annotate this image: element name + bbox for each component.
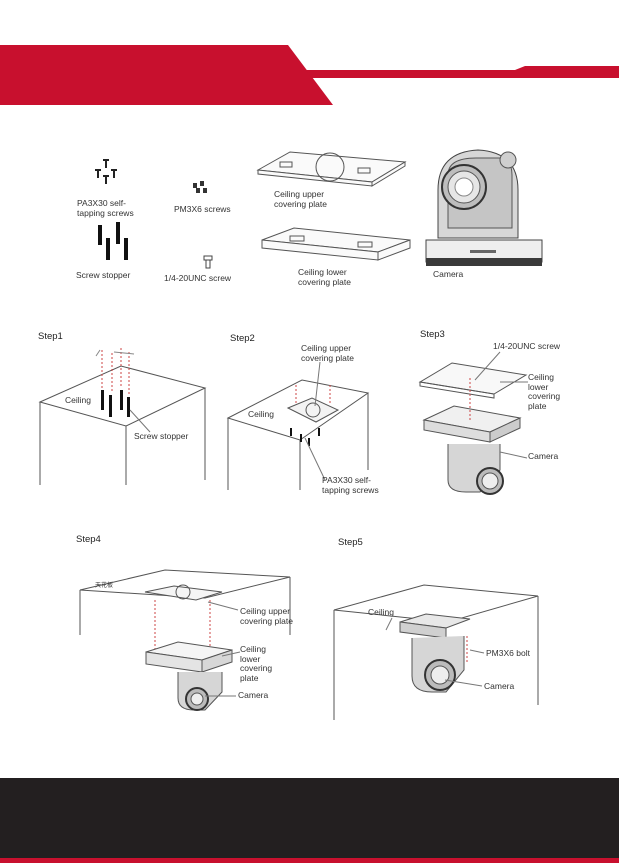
step4-camera-label: Camera <box>238 690 269 700</box>
step2-title: Step2 <box>230 333 255 344</box>
step3-title: Step3 <box>420 329 445 340</box>
pm3x6-screws-image <box>193 181 207 193</box>
pm3x6-label: PM3X6 screws <box>174 204 231 214</box>
step5-camera-label: Camera <box>484 681 515 691</box>
pa3x30-label: PA3X30 self- tapping screws <box>77 198 134 218</box>
step2-ceiling-label: Ceiling <box>248 409 274 419</box>
header-banner <box>0 45 619 105</box>
camera-label: Camera <box>433 269 464 279</box>
step5-drawing <box>333 584 539 720</box>
step2-upper-plate-label: Ceiling upper covering plate <box>301 343 354 363</box>
footer-red-stripe <box>0 858 619 863</box>
upper-plate-image <box>256 151 407 187</box>
step3-drawing <box>418 351 528 495</box>
step1-screw-stopper-label: Screw stopper <box>134 431 189 441</box>
unc-screw-label: 1/4-20UNC screw <box>164 273 232 283</box>
upper-plate-label: Ceiling upper covering plate <box>274 189 327 209</box>
step4-title: Step4 <box>76 534 101 545</box>
camera-image <box>425 149 543 266</box>
step2-drawing <box>226 361 370 490</box>
lower-plate-label: Ceiling lower covering plate <box>298 267 351 287</box>
unc-screw-image <box>203 255 213 269</box>
step4-drawing <box>79 569 291 711</box>
step3-camera-label: Camera <box>528 451 559 461</box>
step4-ceiling-cn-label: 天花板 <box>95 583 114 589</box>
step3-unc-screw-label: 1/4-20UNC screw <box>493 341 561 351</box>
step5-title: Step5 <box>338 537 363 548</box>
footer-bar <box>0 778 619 863</box>
lower-plate-image <box>261 227 411 261</box>
step1-ceiling-label: Ceiling <box>65 395 91 405</box>
step5-bolt-label: PM3X6 bolt <box>486 648 530 658</box>
pa3x30-screws-image <box>95 159 117 184</box>
step1-title: Step1 <box>38 331 63 342</box>
step2-pa3x30-label: PA3X30 self- tapping screws <box>322 475 379 495</box>
step1-drawing <box>38 348 207 485</box>
step5-ceiling-label: Ceiling <box>368 607 394 617</box>
step4-lower-plate-label: Ceiling lower covering plate <box>240 644 273 683</box>
screw-stopper-label: Screw stopper <box>76 270 131 280</box>
step4-upper-plate-label: Ceiling upper covering plate <box>240 606 293 626</box>
step3-lower-plate-label: Ceiling lower covering plate <box>528 372 561 411</box>
screw-stopper-image <box>98 222 128 260</box>
